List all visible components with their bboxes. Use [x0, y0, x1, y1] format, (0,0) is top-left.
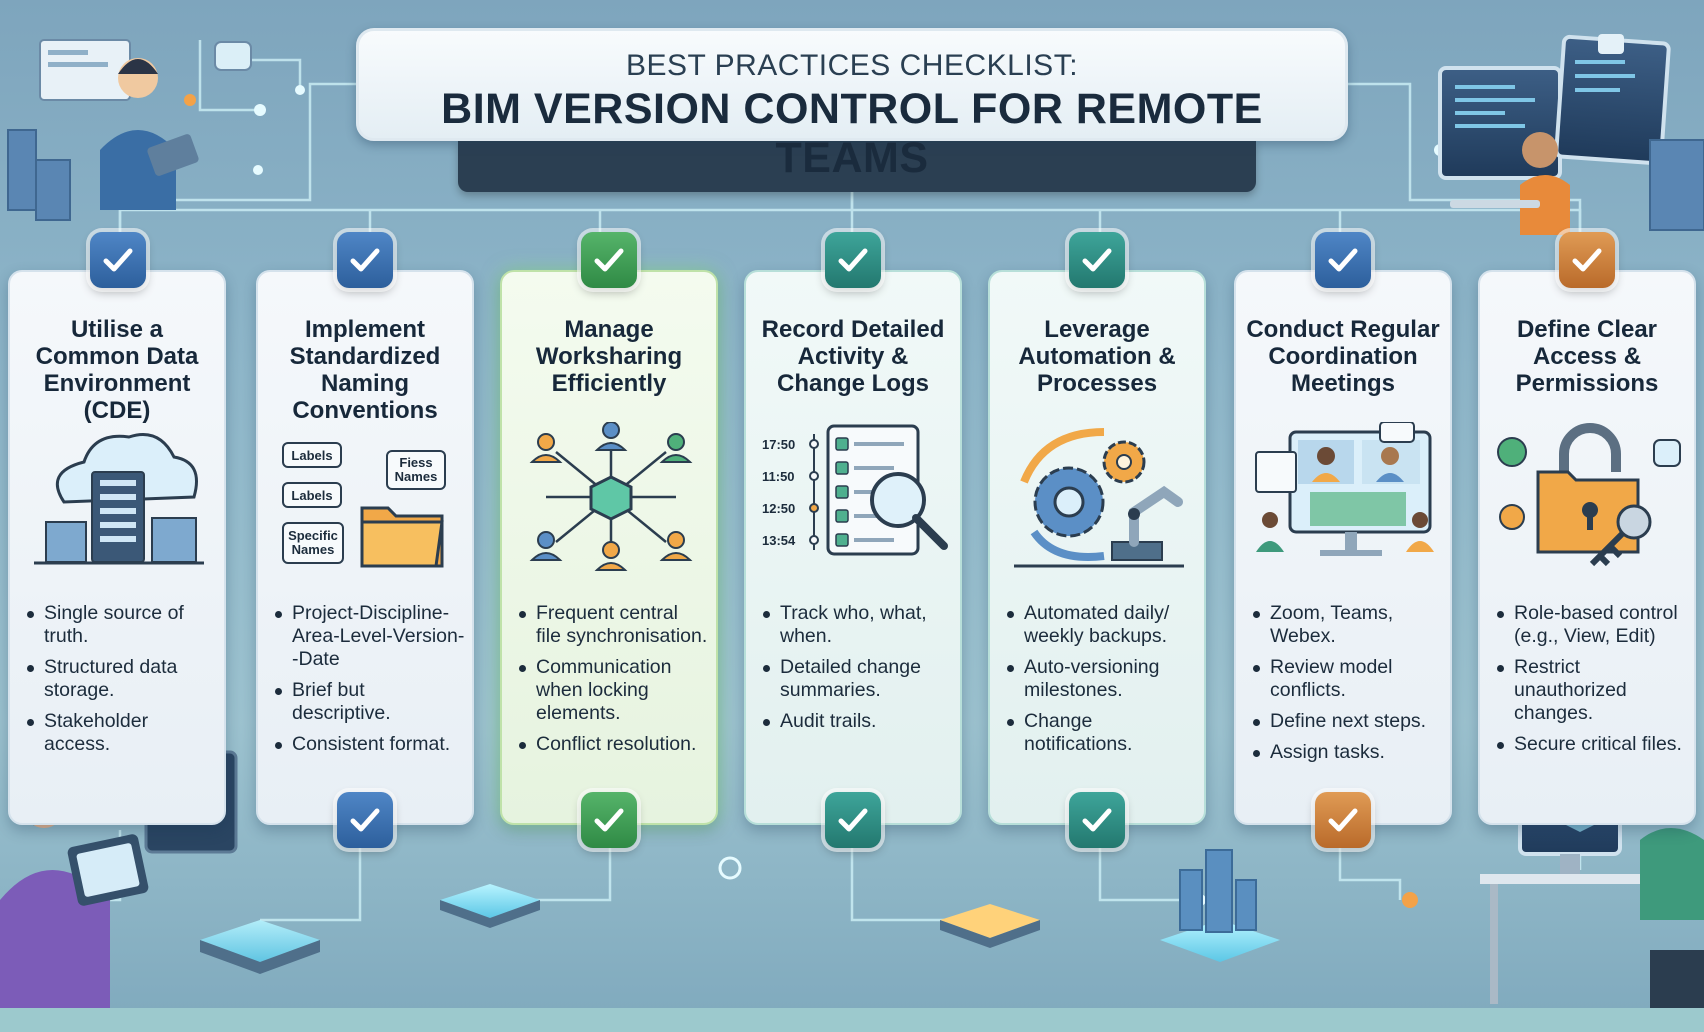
card-permissions: Define Clear Access & Permissions Role-b… [1478, 270, 1696, 825]
title-underbar [458, 140, 1256, 192]
bullet-item: Structured data storage. [24, 656, 218, 702]
card-meetings: Conduct Regular Coordination Meetings Zo… [1234, 270, 1452, 825]
card-bullets: Role-based control (e.g., View, Edit) Re… [1494, 602, 1688, 764]
bullet-item: Change notifications. [1004, 710, 1198, 756]
time-label: 12:50 [762, 501, 796, 516]
bullet-item: Role-based control (e.g., View, Edit) [1494, 602, 1688, 648]
icon-label: Labels [291, 488, 333, 503]
bullet-item: Brief but descriptive. [272, 679, 466, 725]
bullet-item: Auto-versioning milestones. [1004, 656, 1198, 702]
checkmark-icon [581, 232, 637, 288]
bullet-item: Stakeholder access. [24, 710, 218, 756]
bullet-item: Frequent central file synchronisation. [516, 602, 710, 648]
network-users-icon [529, 422, 693, 571]
gears-robot-arm-icon [1014, 428, 1184, 568]
bullet-item: Zoom, Teams, Webex. [1250, 602, 1444, 648]
checkmark-icon [1559, 232, 1615, 288]
card-worksharing: Manage Worksharing Efficiently Frequent … [500, 270, 718, 825]
card-automation: Leverage Automation & Processes Automate… [988, 270, 1206, 825]
card-cde: Utilise a Common Data Environment (CDE) … [8, 270, 226, 825]
bullet-item: Communication when locking elements. [516, 656, 710, 725]
card-title: Leverage Automation & Processes [1018, 316, 1176, 397]
card-logs: Record Detailed Activity & Change Logs 1… [744, 270, 962, 825]
title-banner: BEST PRACTICES CHECKLIST: BIM VERSION CO… [356, 28, 1348, 182]
card-bullets: Single source of truth. Structured data … [24, 602, 218, 764]
bullet-item: Assign tasks. [1250, 741, 1444, 764]
bullet-item: Review model conflicts. [1250, 656, 1444, 702]
bullet-item: Conflict resolution. [516, 733, 710, 756]
checklist-magnifier-icon [809, 424, 948, 556]
card-bullets: Track who, what, when. Detailed change s… [760, 602, 954, 741]
bullet-item: Audit trails. [760, 710, 954, 733]
page-title: BIM VERSION CONTROL FOR REMOTE TEAMS [441, 85, 1263, 182]
card-bullets: Frequent central file synchronisation. C… [516, 602, 710, 764]
padlock-key-icon [1497, 423, 1681, 567]
folder-icon [360, 506, 444, 568]
card-title: Define Clear Access & Permissions [1515, 316, 1659, 397]
bullet-item: Detailed change summaries. [760, 656, 954, 702]
bullet-item: Restrict unauthorized changes. [1494, 656, 1688, 725]
video-meeting-icon [1255, 422, 1434, 556]
icon-label: Fiess Names [394, 455, 438, 484]
glowing-device-pads [200, 849, 1280, 974]
card-title: Utilise a Common Data Environment (CDE) [35, 316, 199, 424]
checkmark-icon [1315, 792, 1371, 848]
checkmark-icon [90, 232, 146, 288]
bullet-item: Project-Discipline- Area-Level-Version- … [272, 602, 466, 671]
checkmark-icon [337, 792, 393, 848]
card-bullets: Project-Discipline- Area-Level-Version- … [272, 602, 466, 764]
icon-label: Specific Names [288, 528, 338, 557]
bullet-item: Define next steps. [1250, 710, 1444, 733]
card-bullets: Automated daily/ weekly backups. Auto-ve… [1004, 602, 1198, 764]
developer-at-monitors-illustration [1438, 34, 1704, 235]
time-label: 13:54 [762, 533, 796, 548]
person-with-tablet-illustration [7, 39, 252, 221]
card-title: Record Detailed Activity & Change Logs [761, 316, 945, 397]
bottom-strip [0, 1008, 1704, 1032]
checkmark-icon [337, 232, 393, 288]
checkmark-icon [581, 792, 637, 848]
checkmark-icon [1069, 792, 1125, 848]
bullet-item: Secure critical files. [1494, 733, 1688, 756]
checkmark-icon [1069, 232, 1125, 288]
card-title: Manage Worksharing Efficiently [535, 316, 683, 397]
bullet-item: Track who, what, when. [760, 602, 954, 648]
checkmark-icon [1315, 232, 1371, 288]
card-bullets: Zoom, Teams, Webex. Review model conflic… [1250, 602, 1444, 772]
cloud-server-icon [34, 433, 204, 565]
bullet-item: Automated daily/ weekly backups. [1004, 602, 1198, 648]
bullet-item: Single source of truth. [24, 602, 218, 648]
checkmark-icon [825, 792, 881, 848]
icon-label: Labels [291, 448, 333, 463]
page-subtitle: BEST PRACTICES CHECKLIST: [625, 49, 1079, 82]
time-label: 11:50 [762, 469, 795, 484]
card-title: Conduct Regular Coordination Meetings [1246, 316, 1440, 397]
time-label: 17:50 [762, 437, 796, 452]
bullet-item: Consistent format. [272, 733, 466, 756]
checkmark-icon [825, 232, 881, 288]
card-naming: Implement Standardized Naming Convention… [256, 270, 474, 825]
card-title: Implement Standardized Naming Convention… [289, 316, 441, 424]
